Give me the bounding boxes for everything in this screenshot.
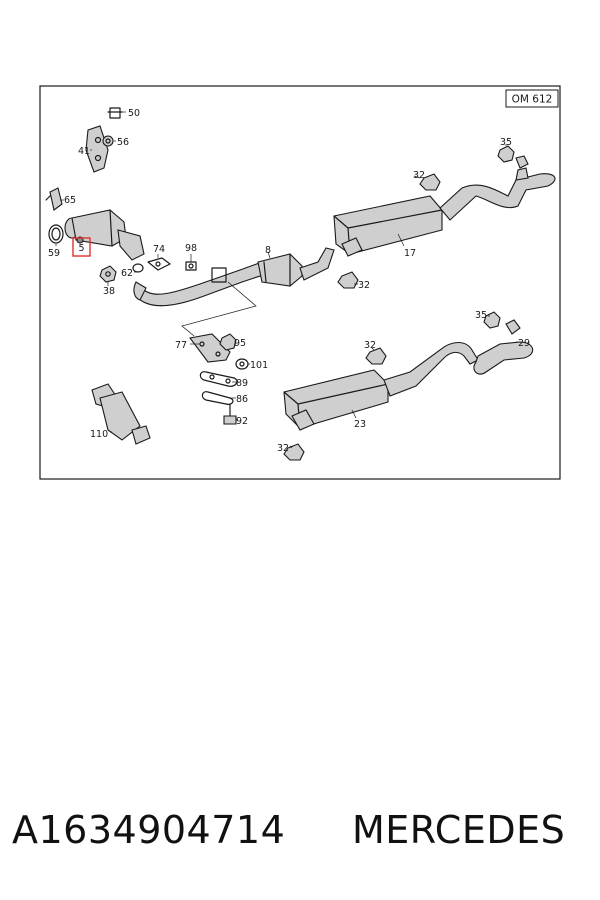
callout-29: 29 <box>518 338 530 349</box>
callout-77: 77 <box>175 340 187 351</box>
clamp-74 <box>147 257 171 271</box>
callouts: 50 56 41 65 59 74 98 8 62 38 35 32 17 32… <box>48 108 530 454</box>
nut-35-a <box>497 145 529 169</box>
engine-code-label: OM 612 <box>512 94 553 106</box>
callout-59: 59 <box>48 248 60 259</box>
leader-lines <box>55 111 518 449</box>
highlight-part-5: 5 <box>72 237 91 257</box>
pipe-29 <box>473 341 534 375</box>
converter-110 <box>91 383 151 445</box>
callout-65: 65 <box>64 195 76 206</box>
nut-32-b <box>337 271 359 289</box>
callout-23: 23 <box>354 419 366 430</box>
callout-56: 56 <box>117 137 129 148</box>
nut-32-c <box>365 347 387 365</box>
callout-5: 5 <box>78 243 84 254</box>
rubber-mount-86 <box>201 391 234 405</box>
callout-74: 74 <box>153 244 165 255</box>
rubber-mount-89 <box>199 371 238 387</box>
callout-101: 101 <box>250 360 268 371</box>
brand-name: MERCEDES <box>352 808 566 852</box>
gasket-59 <box>48 224 64 244</box>
callout-32-b: 32 <box>358 280 370 291</box>
nut-95 <box>219 333 237 351</box>
nut-38 <box>99 265 117 283</box>
nut-32-d <box>283 443 305 461</box>
callout-98: 98 <box>185 243 197 254</box>
bolt-92 <box>223 403 237 425</box>
callout-35-b: 35 <box>475 310 487 321</box>
callout-17: 17 <box>404 248 416 259</box>
callout-110: 110 <box>90 429 108 440</box>
engine-code-box: OM 612 <box>505 89 559 108</box>
callout-86: 86 <box>236 394 248 405</box>
bracket-41 <box>85 107 123 173</box>
callout-32-c: 32 <box>364 340 376 351</box>
callout-89: 89 <box>236 378 248 389</box>
middle-converter-8 <box>257 247 335 287</box>
callout-50: 50 <box>128 108 140 119</box>
callout-35-a: 35 <box>500 137 512 148</box>
callout-41: 41 <box>78 146 90 157</box>
callout-8: 8 <box>265 245 271 256</box>
caption: A1634904714 MERCEDES <box>0 808 600 856</box>
callout-32-a: 32 <box>413 170 425 181</box>
callout-38: 38 <box>103 286 115 297</box>
front-converter-5 <box>64 209 145 261</box>
muffler-23 <box>283 341 479 431</box>
clip-65 <box>45 187 63 211</box>
callout-92: 92 <box>236 416 248 427</box>
callout-62: 62 <box>121 268 133 279</box>
callout-95: 95 <box>234 338 246 349</box>
muffler-17 <box>333 167 556 257</box>
part-number: A1634904714 <box>12 808 286 852</box>
mount-bracket-77 <box>181 281 257 363</box>
callout-32-d: 32 <box>277 443 289 454</box>
nut-32-a <box>419 173 441 191</box>
